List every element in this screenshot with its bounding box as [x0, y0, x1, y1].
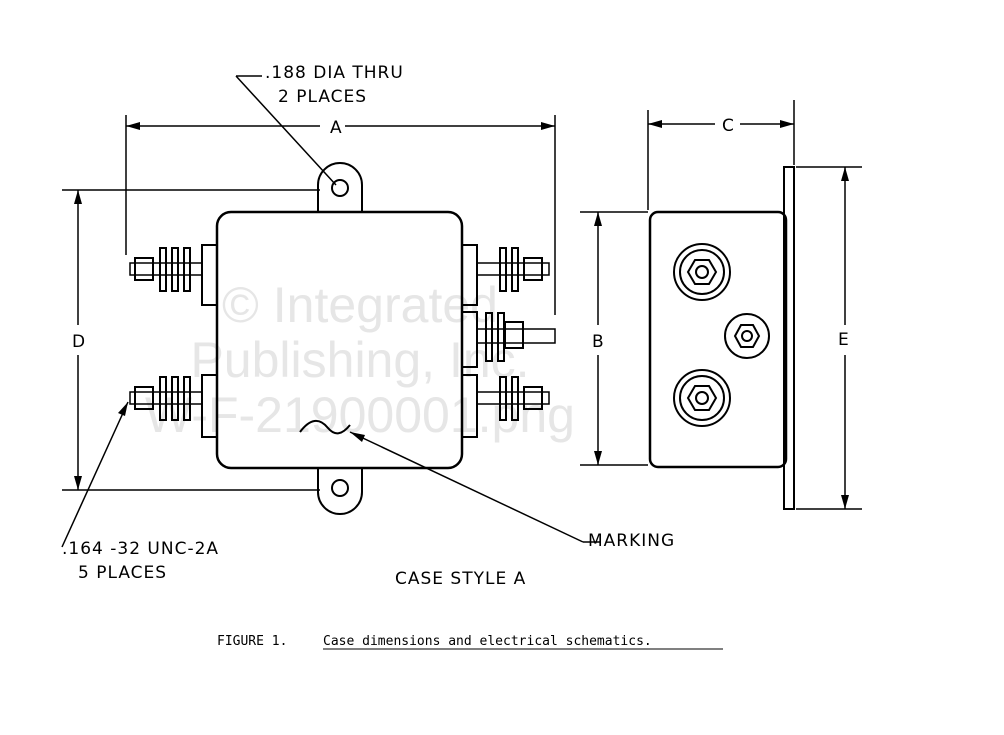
dimension-lines	[61, 75, 862, 548]
marking-label: MARKING	[588, 531, 675, 551]
case-style-label: CASE STYLE A	[395, 569, 526, 589]
side-view	[648, 166, 795, 510]
watermark-line-2: Publishing, Inc.	[190, 332, 529, 388]
hole-note-line-2: 2 PLACES	[278, 87, 367, 107]
thread-note-line-2: 5 PLACES	[78, 563, 167, 583]
dimension-b-label: B	[592, 332, 605, 352]
thread-note-line-1: .164 -32 UNC-2A	[62, 539, 219, 559]
figure-number: FIGURE 1.	[217, 634, 287, 649]
left-terminals	[129, 244, 218, 438]
watermark: © Integrated Publishing, Inc. W-F-219000…	[145, 277, 575, 443]
side-mounting-flange	[783, 166, 795, 510]
bottom-mounting-hole	[331, 479, 349, 497]
hole-note-line-1: .188 DIA THRU	[265, 63, 404, 83]
marking-symbol	[299, 420, 351, 435]
side-terminal-top	[673, 243, 731, 301]
side-terminal-bottom	[673, 369, 731, 427]
top-mounting-hole	[331, 179, 349, 197]
right-terminals	[461, 244, 556, 438]
side-case-body	[648, 210, 788, 469]
dimension-a-label: A	[330, 118, 343, 138]
dimension-c-label: C	[722, 116, 735, 136]
watermark-line-1: © Integrated	[222, 277, 498, 333]
front-view	[129, 162, 556, 515]
bottom-mounting-tab	[317, 468, 363, 515]
top-mounting-tab	[317, 162, 363, 212]
side-terminal-middle	[724, 313, 770, 359]
dimension-d-label: D	[72, 332, 86, 352]
figure-caption: Case dimensions and electrical schematic…	[323, 634, 652, 649]
dimension-e-label: E	[838, 330, 850, 350]
